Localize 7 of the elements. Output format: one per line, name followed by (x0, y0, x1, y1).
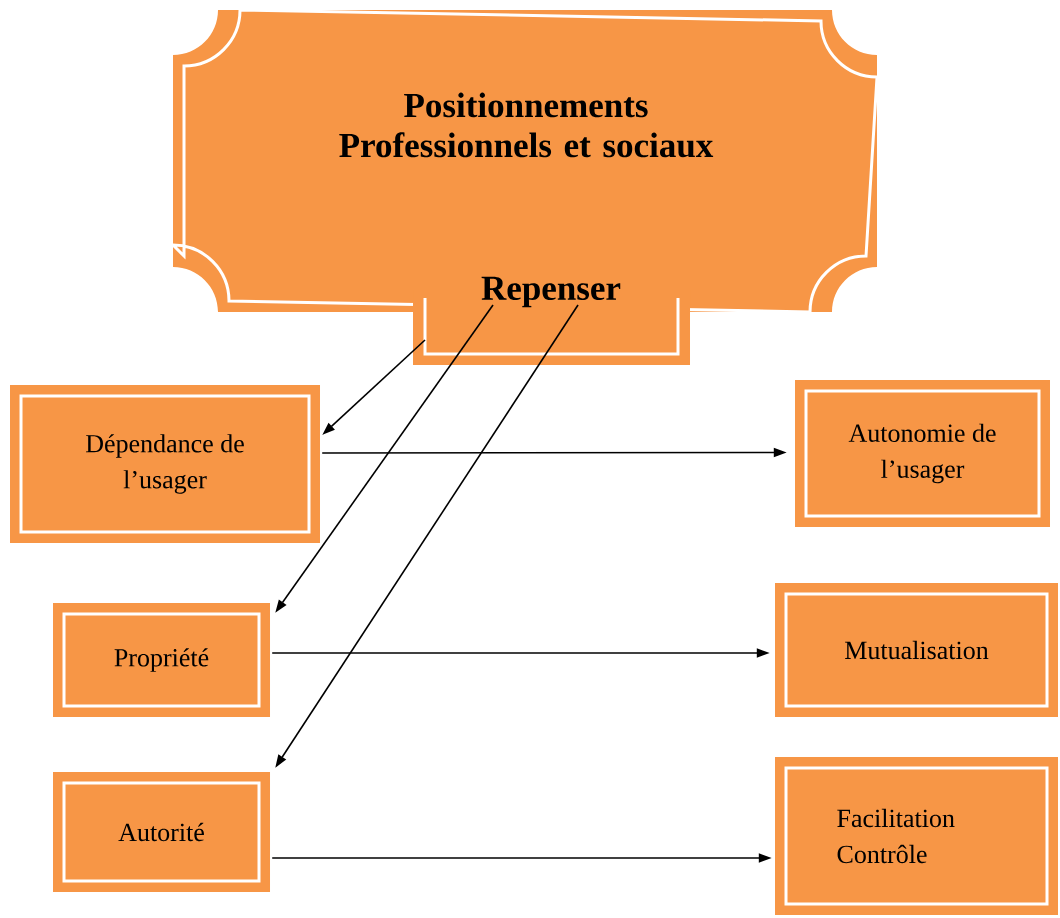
text-box: Facilitation Contrôle (775, 757, 1058, 915)
text-box: Dépendance de l’usager (10, 385, 320, 543)
text-box: Mutualisation (775, 583, 1058, 717)
node-label: Repenser (481, 276, 621, 308)
text-box: Propriété (53, 603, 270, 717)
text-box: Autonomie de l’usager (795, 380, 1050, 527)
text-box: Autorité (53, 772, 270, 892)
